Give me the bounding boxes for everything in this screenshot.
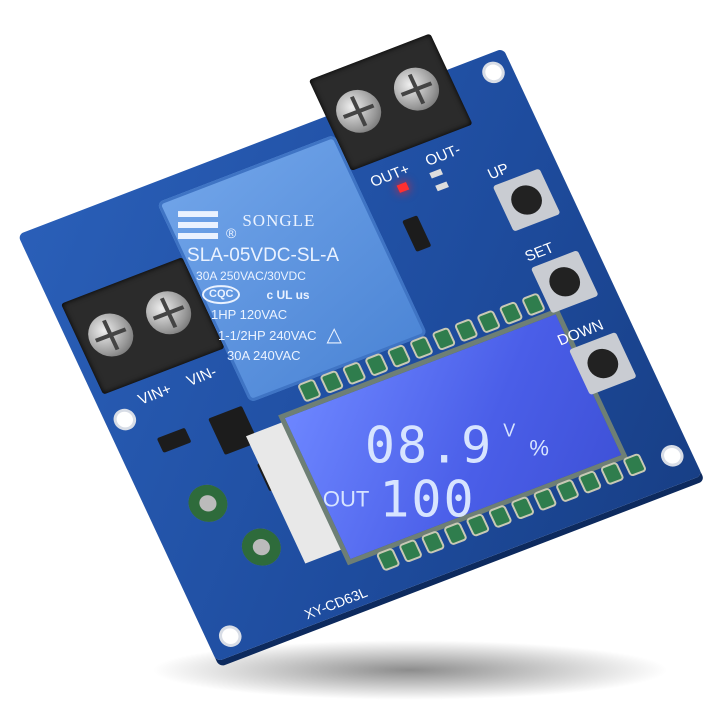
mounting-hole: [657, 441, 688, 470]
relay-rating: 1-1/2HP 240VAC: [218, 327, 317, 343]
mode-label: OUT: [322, 486, 370, 512]
diode: [402, 215, 432, 252]
relay-rating: 1HP 120VAC: [211, 307, 288, 323]
relay-text-block: ® SONGLE SLA-05VDC-SL-A 30A 250VAC/30VDC…: [174, 211, 342, 363]
relay-brand: SONGLE: [242, 211, 316, 231]
ul-mark: c UL us: [266, 287, 310, 302]
out-minus-label: OUT-: [422, 141, 464, 170]
relay-model: SLA-05VDC-SL-A: [187, 245, 340, 267]
capacitor: [182, 479, 234, 528]
capacitor: [235, 523, 288, 572]
mounting-hole: [215, 622, 246, 651]
songle-logo-icon: [178, 211, 219, 242]
warning-triangle-icon: △: [326, 324, 342, 347]
smd-resistor: [435, 181, 449, 192]
relay-rating: 30A 250VAC/30VDC: [196, 269, 306, 284]
percent-readout: 100: [379, 470, 476, 529]
relay-rating: 30A 240VAC: [227, 348, 301, 364]
voltage-unit: V: [503, 420, 516, 441]
screw-icon[interactable]: [328, 83, 389, 140]
vin-plus-label: VIN+: [135, 380, 175, 409]
cqc-mark: CQC: [202, 285, 241, 305]
vin-minus-label: VIN-: [184, 363, 220, 390]
pcb-board: VIN+ VIN- OUT+ OUT- ® SONGLE SLA-05VDC-S…: [17, 33, 703, 662]
diode: [156, 427, 192, 453]
smd-resistor: [429, 168, 444, 179]
status-led: [396, 182, 410, 193]
screw-icon[interactable]: [80, 307, 141, 363]
percent-unit: %: [529, 435, 549, 461]
mounting-hole: [109, 405, 140, 434]
registered-mark: ®: [226, 225, 237, 242]
mounting-hole: [478, 58, 509, 87]
screw-icon[interactable]: [386, 61, 447, 117]
board-model-label: XY-CD63L: [301, 584, 370, 623]
voltage-readout: 08.9: [364, 416, 494, 475]
